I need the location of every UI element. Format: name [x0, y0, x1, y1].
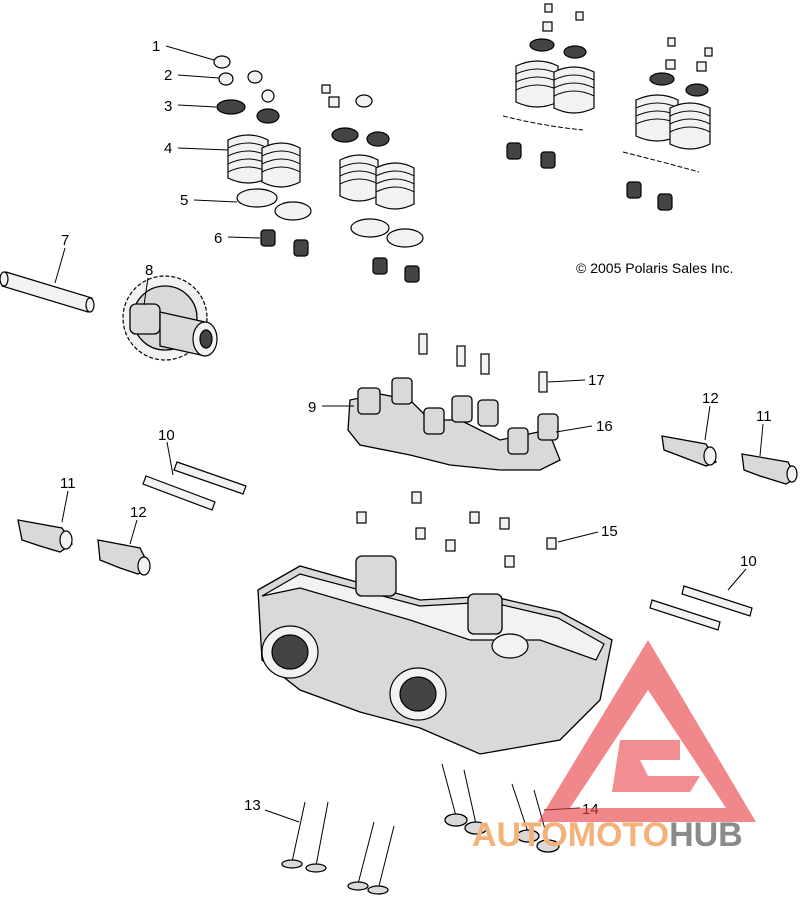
callout-4: 4: [164, 140, 172, 157]
rocker-arm-carrier: [347, 377, 561, 471]
callout-12-left: 12: [130, 504, 147, 521]
intake-valves: [441, 763, 560, 853]
callout-17: 17: [588, 372, 605, 389]
camshaft-sprocket: [122, 275, 218, 361]
watermark-word-2: HUB: [669, 816, 743, 854]
callout-8: 8: [145, 262, 153, 279]
rocker-arm-left-b: [97, 539, 151, 576]
spring-retainer-group-left: [216, 99, 280, 124]
callout-15: 15: [601, 523, 618, 540]
valve-stem-seal-group-left: [260, 229, 309, 257]
rocker-arm-right-a: [661, 435, 717, 467]
shaft-pair-left: [142, 461, 247, 511]
valve-train-group-right-a: [502, 3, 595, 169]
valve-train-group-center: [321, 84, 424, 283]
valve-train-group-right-b: [622, 37, 713, 211]
shaft-pair-right: [649, 585, 753, 631]
callout-3: 3: [164, 98, 172, 115]
callout-10-left: 10: [158, 427, 175, 444]
callout-2: 2: [164, 67, 172, 84]
callout-5: 5: [180, 192, 188, 209]
callout-12-right: 12: [702, 390, 719, 407]
callout-13: 13: [244, 797, 261, 814]
callout-11-left: 11: [60, 475, 76, 492]
callout-10-right: 10: [740, 553, 757, 570]
watermark-triangle-icon: [538, 640, 756, 822]
spring-seat-group-left: [236, 188, 312, 221]
copyright-text: © 2005 Polaris Sales Inc.: [576, 260, 733, 276]
callout-1: 1: [152, 38, 160, 55]
watermark-inner-mark-icon: [612, 740, 700, 792]
callout-16: 16: [596, 418, 613, 435]
callout-labels: 1 2 3 4 5 6 7 8 9 10 11 12 12 11 10 13 1…: [60, 38, 772, 818]
bolt-group: [418, 333, 548, 393]
lash-adjuster-group: [356, 491, 557, 568]
rocker-arm-right-b: [741, 453, 798, 485]
exhaust-valves: [281, 801, 395, 895]
valve-spring-group-left: [227, 134, 301, 188]
rocker-arm-left-a: [17, 519, 73, 553]
callout-6: 6: [214, 230, 222, 247]
watermark-word-1: AUTOMOTO: [472, 816, 669, 854]
valve-keeper-group-left: [213, 55, 275, 103]
callout-7: 7: [61, 232, 69, 249]
rocker-shaft-long: [0, 271, 95, 313]
watermark-text-automoto: AUTOMOTOHUB: [472, 816, 743, 854]
watermark-logo: [538, 640, 756, 822]
cylinder-head: [257, 555, 613, 755]
callout-11-right: 11: [756, 408, 772, 425]
callout-9: 9: [308, 399, 316, 416]
